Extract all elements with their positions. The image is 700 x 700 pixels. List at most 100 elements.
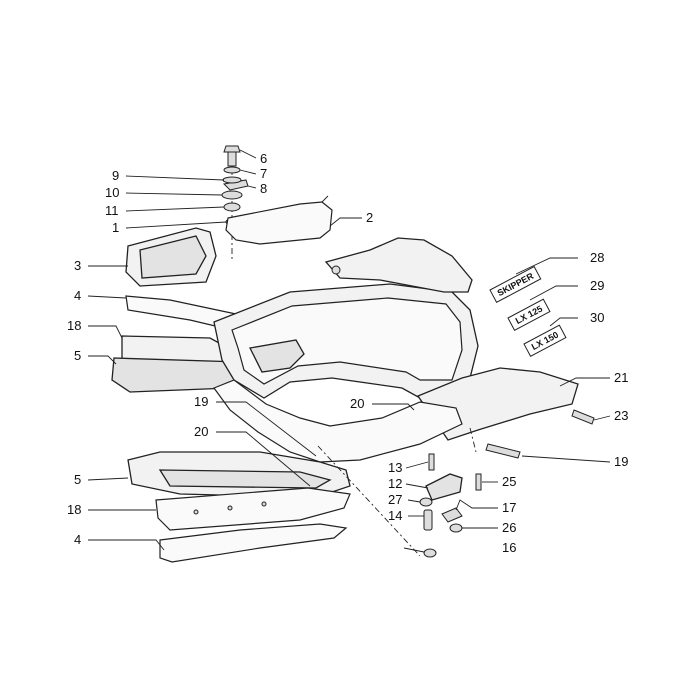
callout-30: 30 [590,310,604,325]
spacer-part-11 [223,202,241,212]
lower-leg-shield [213,379,463,463]
callout-17: 17 [502,500,516,515]
leader-30 [549,317,578,327]
part-16-nut [423,548,437,558]
callout-6: 6 [260,151,267,166]
floor-mat-hole [261,501,267,507]
callout-12: 12 [388,476,402,491]
model-label-lx150: LX 150 [523,324,567,358]
upper-right-panel-hole [331,265,341,275]
callout-20-right: 20 [350,396,364,411]
bolt-shank-part-6 [227,151,237,167]
lx125-label-box [507,298,551,332]
callout-19-right: 19 [614,454,628,469]
leader-5-upper [88,355,117,365]
callout-25: 25 [502,474,516,489]
leader-23 [593,415,611,421]
leader-27 [407,499,421,503]
model-label-skipper: SKIPPER [489,265,542,304]
part-2-cover-plate [225,201,333,245]
leader-16 [403,547,425,553]
leader-1 [125,221,227,229]
callout-8: 8 [260,181,267,196]
leader-2 [329,217,362,227]
callout-1: 1 [112,220,119,235]
part-25-screw [475,473,482,491]
callout-11: 11 [105,203,119,218]
callout-4-lower: 4 [74,532,81,547]
part-4-lower-trim [159,523,348,563]
callout-5-upper: 5 [74,348,81,363]
leader-6 [239,149,257,159]
part-2-tab [321,195,329,203]
callout-18-upper: 18 [67,318,81,333]
callout-numbers: 6 7 8 9 10 11 1 2 3 4 18 5 19 20 20 21 2… [67,151,628,555]
part-3-glovebox-inner [139,235,207,279]
callout-20-left: 20 [194,424,208,439]
floor-mat-hole [227,505,233,511]
callout-18-lower: 18 [67,502,81,517]
callout-19-left: 19 [194,394,208,409]
leader-18-upper [88,325,123,339]
callout-4-upper: 4 [74,288,81,303]
skipper-label-box [489,265,542,304]
part-13-screw [428,453,435,471]
part-26-washer [449,523,463,533]
leader-29 [529,285,578,301]
assembly-axis-line [317,445,421,557]
leader-20-right [372,403,415,411]
right-hardware [317,409,595,558]
leader-4-lower [88,539,165,551]
leader-5-lower [87,477,129,481]
callout-21: 21 [614,370,628,385]
callout-9: 9 [112,168,119,183]
leader-11 [125,206,225,212]
part-5-lower-floor-rib [158,469,332,489]
leader-21 [559,377,610,387]
model-label-lx125: LX 125 [507,298,551,332]
leader-13 [405,461,429,469]
part-17-clip [441,507,463,523]
callout-13: 13 [388,460,402,475]
callout-16: 16 [502,540,516,555]
part-19-long-screw [485,443,521,459]
leader-19-right [521,455,611,463]
leader-19-left [216,401,317,457]
bolt-head-part-6 [223,145,241,153]
leader-9 [125,175,225,181]
part-23-screw [571,409,595,425]
callout-5-lower: 5 [74,472,81,487]
upper-right-panel [324,237,473,293]
callout-7: 7 [260,166,267,181]
leader-lines [87,149,611,553]
callout-29: 29 [590,278,604,293]
leader-7 [239,169,257,175]
leader-20-left [216,431,311,487]
leader-28 [515,257,578,275]
part-18-lower-floor-mat [155,487,351,531]
callout-2: 2 [366,210,373,225]
callout-10: 10 [105,185,119,200]
callout-28: 28 [590,250,604,265]
callout-3: 3 [74,258,81,273]
main-shield-recess [249,339,305,373]
part-14-rubber [423,509,433,531]
callout-26: 26 [502,520,516,535]
part-12-plate [425,473,463,501]
callout-27: 27 [388,492,402,507]
leader-10 [125,192,223,196]
nut-part-10 [221,190,243,200]
leader-12 [405,483,429,489]
lx150-label-box [523,324,567,358]
leader-4-upper [87,295,127,299]
leader-17 [455,499,498,511]
part-27-washer [419,497,433,507]
washer-part-9 [222,176,242,184]
assembly-axis-line [469,427,477,453]
leader-8 [247,185,257,189]
callout-14: 14 [388,508,402,523]
callout-23: 23 [614,408,628,423]
washer-part-7 [223,166,241,174]
